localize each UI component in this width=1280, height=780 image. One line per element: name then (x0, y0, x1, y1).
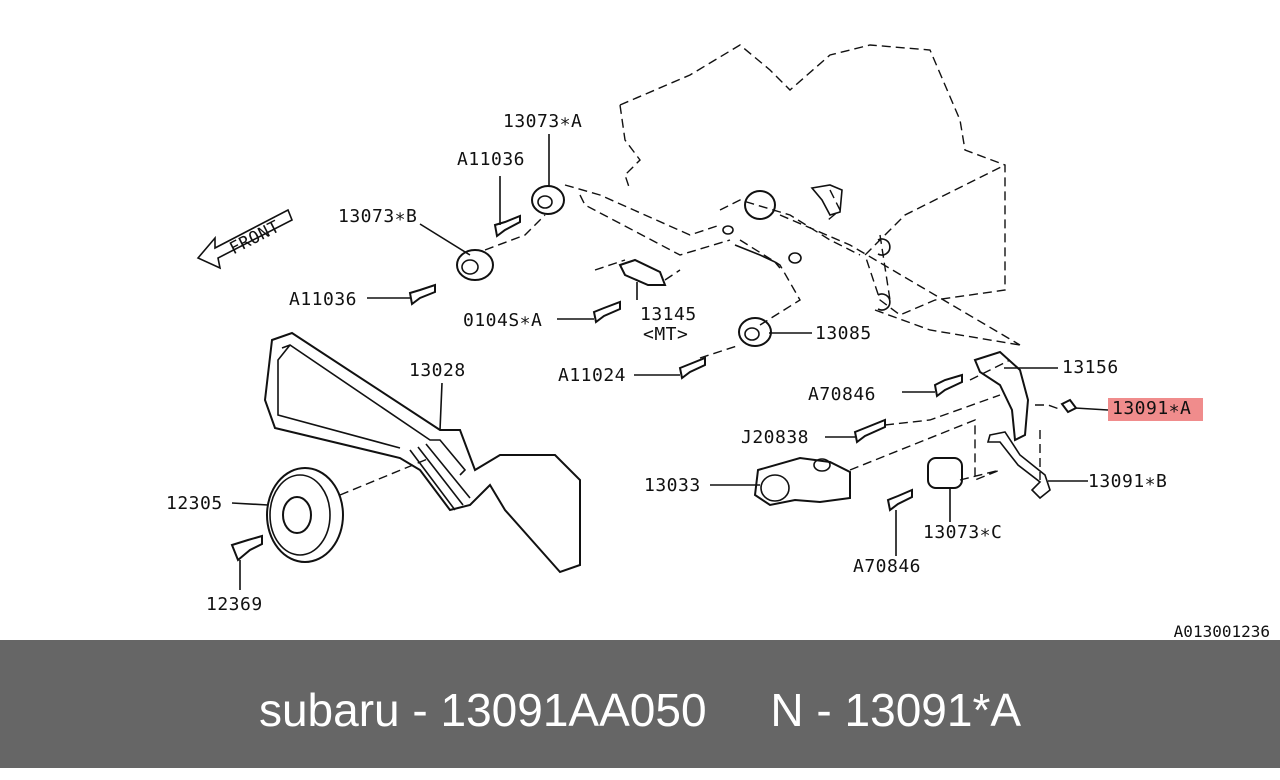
bolt-a70846-top (933, 373, 963, 398)
front-arrow-icon (196, 208, 294, 270)
cam-idler (744, 190, 776, 220)
callout-a11036-left: A11036 (289, 289, 358, 310)
reference-code: A013001236 (1173, 622, 1270, 641)
timing-belt-inner (277, 344, 467, 476)
belt-teeth (409, 443, 471, 511)
caption-bar: subaru - 13091AA050 N - 13091*A (0, 640, 1280, 768)
callout-13145: 13145 (640, 304, 697, 325)
pulley-13085-hub (744, 327, 760, 341)
pulley-13085 (738, 317, 772, 347)
bolt-a11036-top (493, 214, 521, 238)
cam-bracket-right (810, 184, 843, 216)
callout-a11036-top: A11036 (457, 149, 526, 170)
callout-13073-c: 13073∗C (923, 522, 1003, 543)
bracket-13156 (973, 350, 1030, 442)
callout-a70846-top: A70846 (808, 384, 877, 405)
pulley-13073a-hub (537, 195, 553, 209)
crank-bolt (230, 534, 263, 562)
bolt-a11036-left (408, 283, 436, 306)
callout-a70846-bottom: A70846 (853, 556, 922, 577)
callout-13091-a: 13091∗A (1108, 398, 1204, 421)
dash-lines (484, 184, 1063, 482)
parts-diagram: FRONT 13073∗A A11036 13073∗B A11036 0104… (166, 44, 1270, 641)
tensioner-13033-eye (813, 458, 831, 472)
callout-13033: 13033 (644, 475, 701, 496)
spring-13091b (986, 431, 1051, 500)
bracket-13145-dash (594, 259, 681, 281)
callout-j20838: J20838 (741, 427, 810, 448)
callout-13156: 13156 (1062, 357, 1119, 378)
bolt-0104s (592, 300, 621, 324)
bolt-j20838 (853, 418, 886, 444)
crank-pulley-groove (269, 474, 331, 556)
callout-13073-a: 13073∗A (503, 111, 583, 132)
diagram-drawing (196, 44, 1109, 590)
callout-13073-b: 13073∗B (338, 206, 418, 227)
crank-pulley-hub (282, 496, 312, 534)
tensioner-13033 (753, 456, 851, 507)
callout-13028: 13028 (409, 360, 466, 381)
engine-block-outline (619, 44, 1006, 316)
callout-12305: 12305 (166, 493, 223, 514)
callout-mt: <MT> (643, 324, 689, 345)
callout-0104s-a: 0104S∗A (463, 310, 543, 331)
callout-12369: 12369 (206, 594, 263, 615)
callout-13091-b: 13091∗B (1088, 471, 1168, 492)
crank-dash-line (339, 457, 431, 496)
pulley-13073c (927, 457, 963, 489)
pulley-13073a (531, 185, 565, 215)
callout-13085: 13085 (815, 323, 872, 344)
cam-bracket-mid (734, 244, 781, 269)
bracket-13145 (618, 258, 667, 286)
pin-13091a (1060, 398, 1078, 414)
small-pulley-a (788, 252, 802, 264)
bolt-a11024 (678, 356, 706, 380)
callout-a11024: A11024 (558, 365, 627, 386)
engine-ports (877, 238, 891, 311)
small-pulley-b (722, 225, 734, 235)
leader-lines (231, 134, 1109, 590)
pulley-13073b-hub (461, 259, 479, 275)
tensioner-13033-roller (760, 474, 790, 502)
part-number-caption: subaru - 13091AA050 N - 13091*A (258, 684, 1022, 736)
bolt-a70846-bottom (886, 488, 913, 512)
